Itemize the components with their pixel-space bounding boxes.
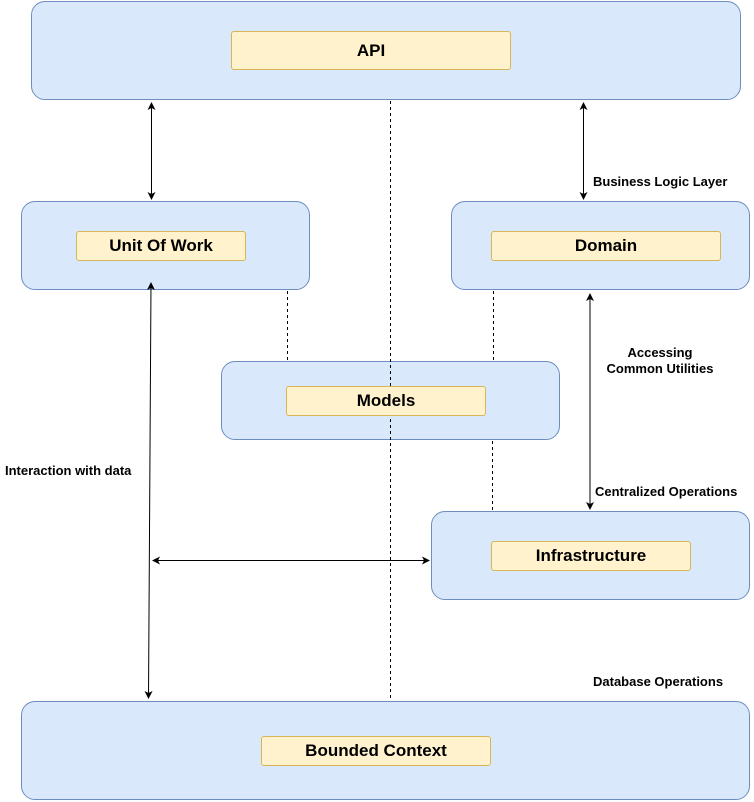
models-label: Models bbox=[286, 386, 486, 416]
api-label: API bbox=[231, 31, 511, 70]
accessing-common-utilities-label: Accessing Common Utilities bbox=[596, 345, 724, 377]
unit-of-work-bounded-context-arrow bbox=[144, 282, 155, 699]
infrastructure-label: Infrastructure bbox=[491, 541, 691, 571]
business-logic-layer-label: Business Logic Layer bbox=[593, 174, 728, 189]
database-operations-label: Database Operations bbox=[593, 674, 724, 689]
accessing-common-utilities-line2: Common Utilities bbox=[606, 361, 714, 376]
interaction-with-data-label: Interaction with data bbox=[5, 463, 132, 478]
unit-of-work-label: Unit Of Work bbox=[76, 231, 246, 261]
accessing-common-utilities-line1: Accessing bbox=[627, 345, 693, 360]
centralized-operations-label: Centralized Operations bbox=[595, 484, 738, 499]
domain-label: Domain bbox=[491, 231, 721, 261]
bounded-context-label: Bounded Context bbox=[261, 736, 491, 766]
